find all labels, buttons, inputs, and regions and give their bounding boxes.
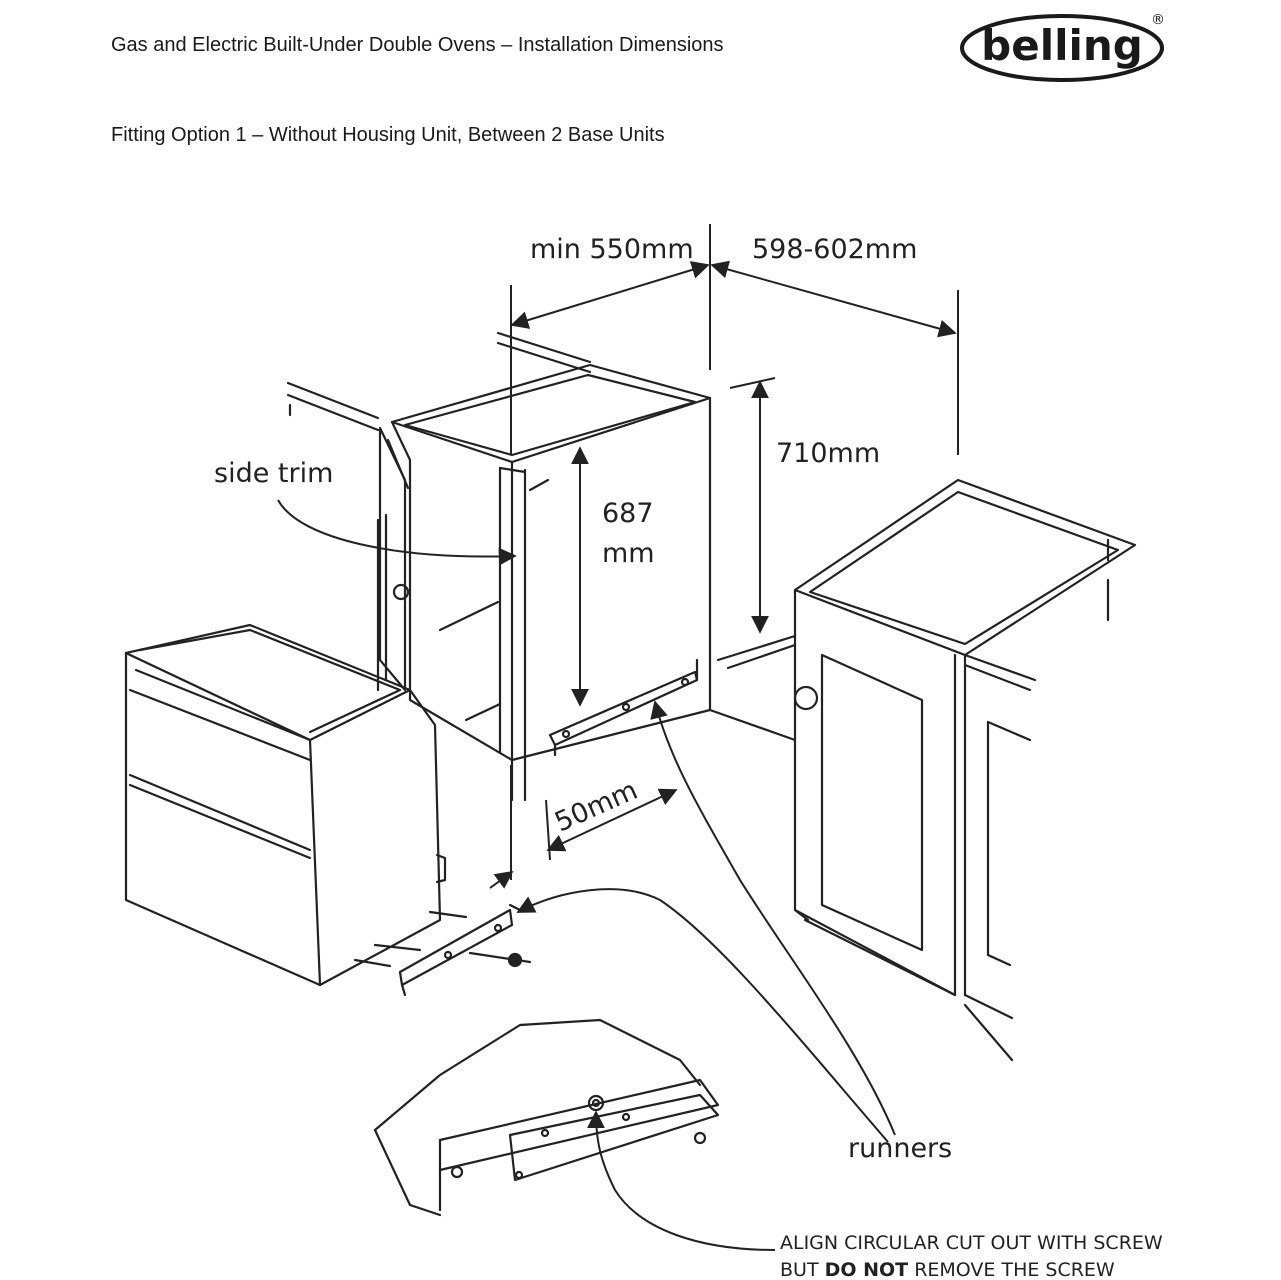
leader-lines <box>277 499 896 1251</box>
belling-logo: belling ® <box>960 12 1165 82</box>
caption-line-2: BUT DO NOT REMOVE THE SCREW <box>780 1259 1115 1280</box>
dimension-lines <box>489 224 959 889</box>
fitting-option-title: Fitting Option 1 – Without Housing Unit,… <box>111 124 665 146</box>
document-title: Gas and Electric Built-Under Double Oven… <box>111 34 724 56</box>
left-base-unit <box>286 331 592 692</box>
label-side-trim: side trim <box>214 458 333 489</box>
right-base-unit <box>793 478 1137 1062</box>
oven-cavity <box>390 363 712 802</box>
label-50mm: 50mm <box>550 775 642 839</box>
dimension-labels: min 550mm 598-602mm 710mm 687 mm side tr… <box>214 234 952 1164</box>
caption-line-1: ALIGN CIRCULAR CUT OUT WITH SCREW <box>780 1232 1163 1254</box>
runner-detail-view <box>373 1018 720 1217</box>
svg-text:belling: belling <box>981 21 1143 70</box>
label-min-550mm: min 550mm <box>530 234 694 265</box>
cavity-runner <box>548 658 699 757</box>
oven-runner <box>398 903 532 997</box>
svg-text:®: ® <box>1151 12 1165 28</box>
label-runners: runners <box>848 1133 952 1164</box>
floor-lines <box>708 634 797 742</box>
label-710mm: 710mm <box>776 438 880 469</box>
label-687-unit: mm <box>602 538 655 569</box>
label-687: 687 <box>602 498 654 529</box>
label-598-602mm: 598-602mm <box>752 234 917 265</box>
detail-caption: ALIGN CIRCULAR CUT OUT WITH SCREW BUT DO… <box>780 1232 1163 1280</box>
double-oven <box>124 623 468 987</box>
